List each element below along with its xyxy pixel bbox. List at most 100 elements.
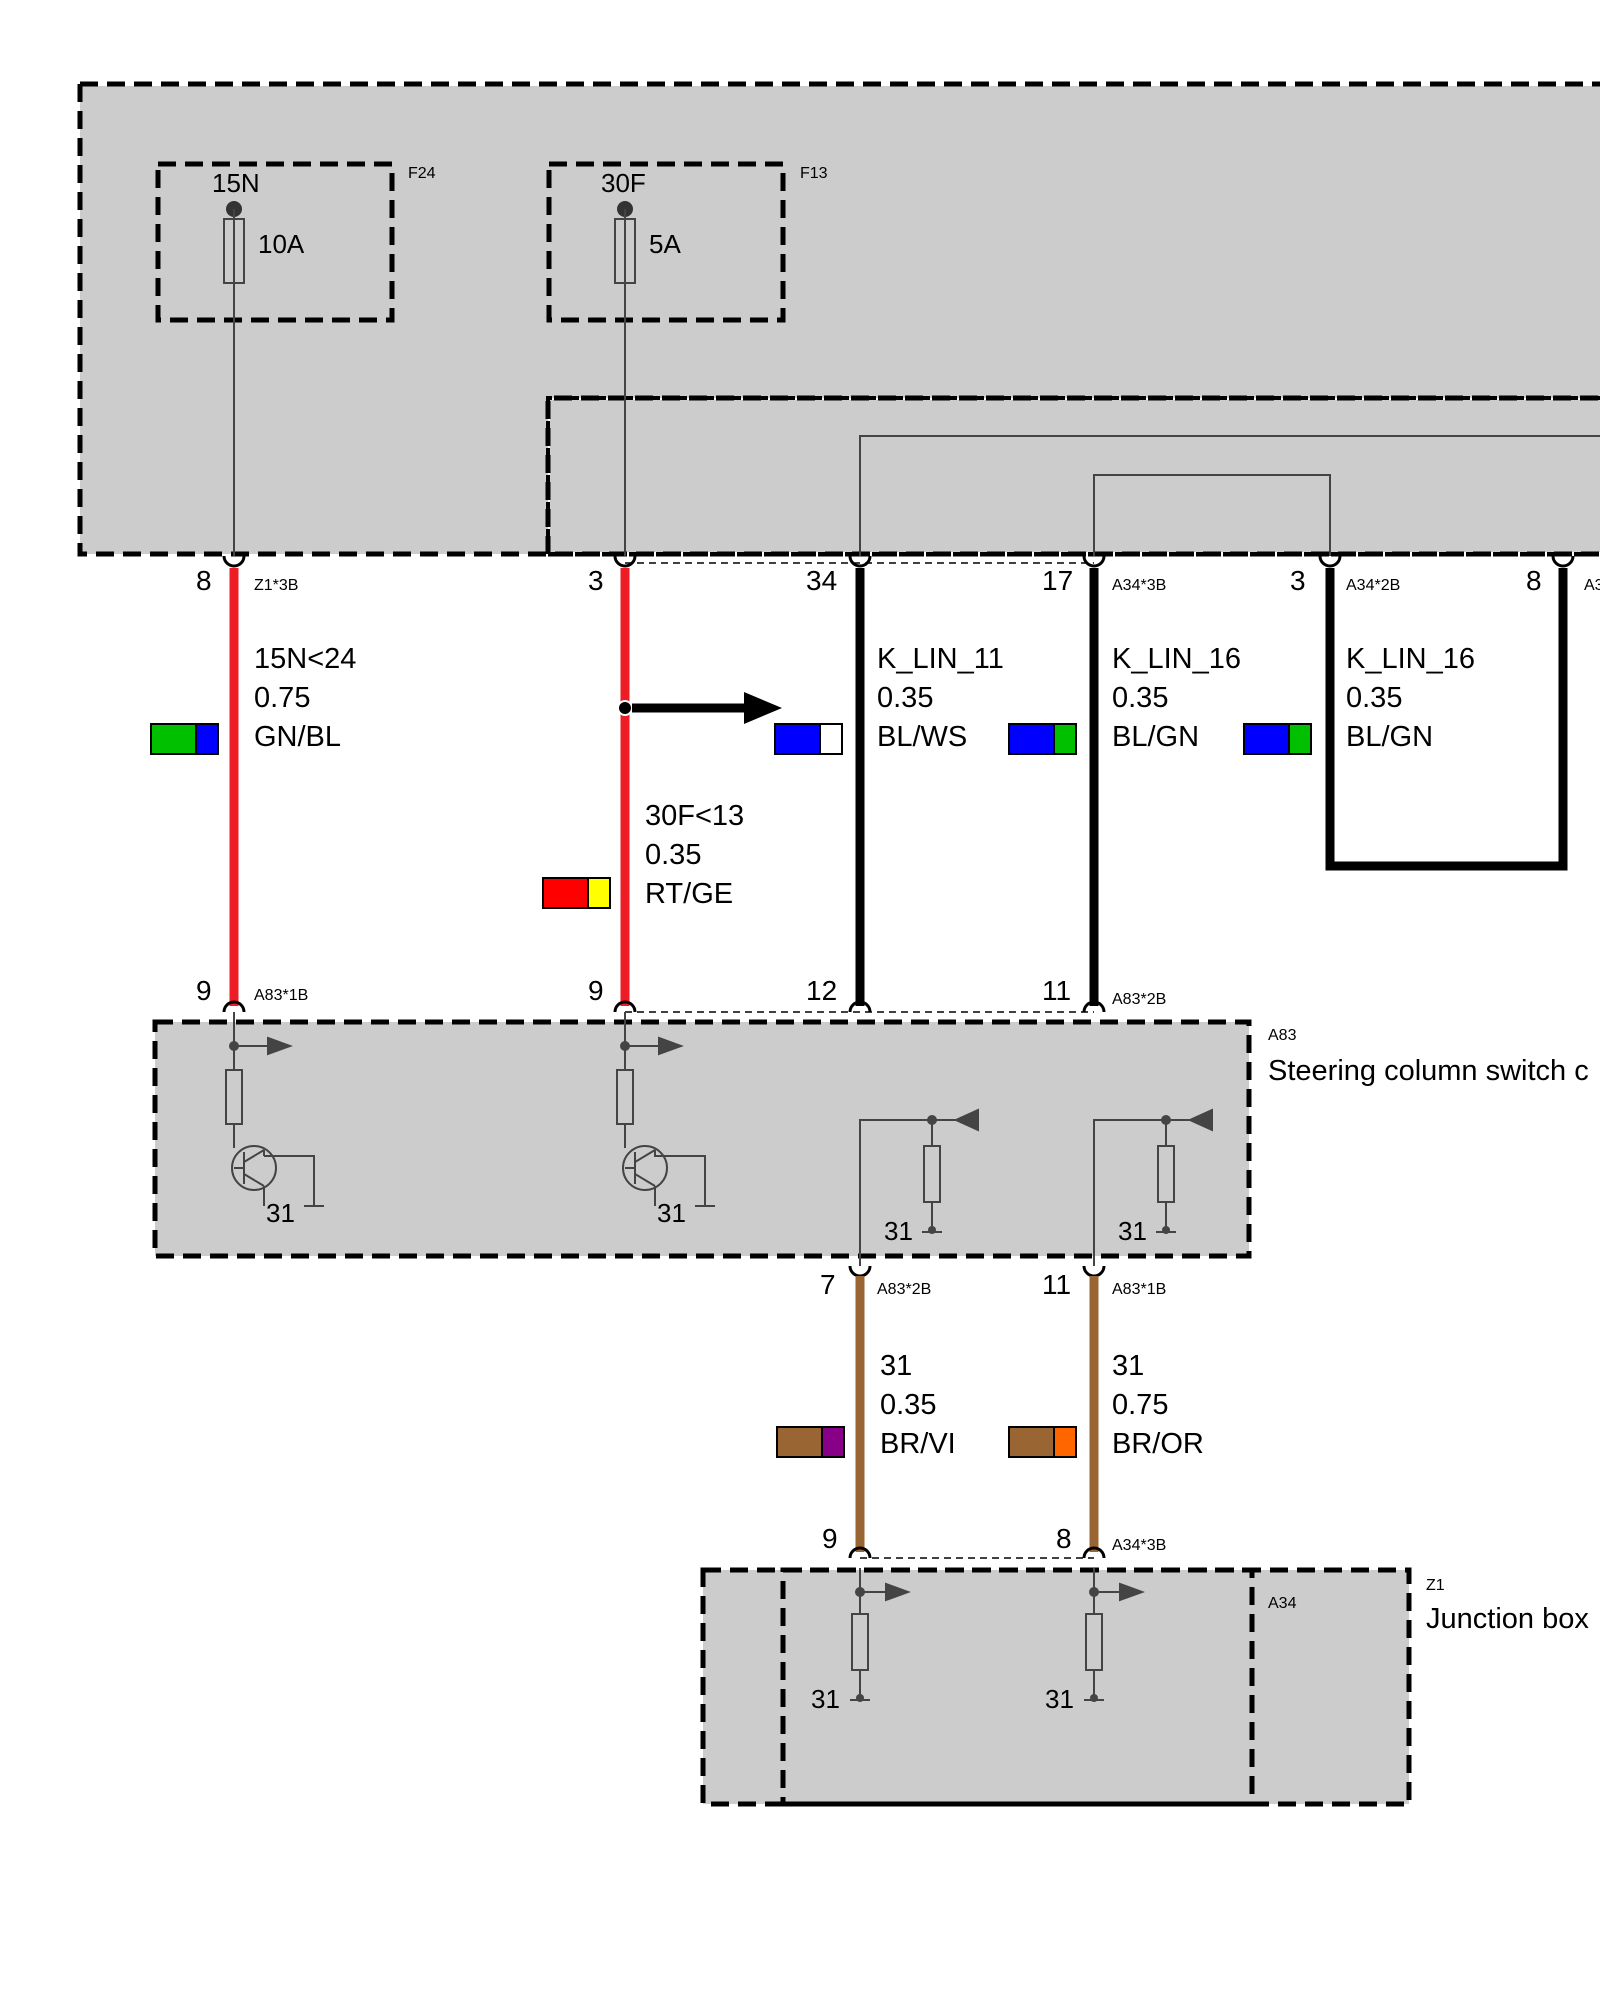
a83-lin-circuit-11	[859, 1108, 979, 1266]
pin-a34-8: 8	[1526, 565, 1542, 596]
svg-text:0.35: 0.35	[645, 839, 701, 871]
svg-text:0.35: 0.35	[1346, 682, 1402, 714]
connector-a34-2b: A34*2B	[1346, 577, 1400, 594]
a83-ground-dot-4	[1162, 1226, 1170, 1234]
pin-a83-7: 7	[820, 1269, 836, 1300]
a83-ground-3: 31	[884, 1216, 913, 1246]
swatch-border-3	[1008, 723, 1077, 755]
wire-label-k-lin-16-a: K_LIN_16 0.35 BL/GN	[1112, 643, 1241, 753]
swatch-primary-0	[151, 724, 196, 754]
swatch-secondary-4	[1289, 724, 1311, 754]
a83-input-circuit-15n	[225, 1012, 324, 1207]
z1-name: Junction box	[1426, 1603, 1589, 1635]
fuse-f24-terminal: 15N	[212, 168, 260, 198]
top-module-fill	[82, 86, 1600, 552]
swatch-secondary-2	[820, 724, 842, 754]
a34-ground-2: 31	[1045, 1684, 1074, 1714]
pin-a34-8-lower: 8	[1056, 1523, 1072, 1554]
z1-id: Z1	[1426, 1577, 1445, 1594]
a34-id: A34	[1268, 1595, 1297, 1612]
internal-bridge-k-lin-16	[1093, 474, 1331, 556]
connector-a83-1b: A83*1B	[254, 987, 308, 1004]
swatch-border-5	[776, 1426, 845, 1458]
junction-pin-cups	[848, 1546, 1106, 1559]
swatch-border-6	[1008, 1426, 1077, 1458]
wire-label-k-lin-16-b: K_LIN_16 0.35 BL/GN	[1346, 643, 1475, 753]
fuse-f13-id: F13	[800, 165, 828, 182]
z1-junction-box	[700, 1567, 1412, 1807]
pin-a83-11-lower: 11	[1042, 1269, 1071, 1300]
connector-a34-3b: A34*3B	[1112, 577, 1166, 594]
pin-a34-9: 9	[822, 1523, 838, 1554]
pin-a34-3: 3	[1290, 565, 1306, 596]
svg-text:31: 31	[880, 1350, 912, 1382]
svg-text:0.75: 0.75	[1112, 1389, 1168, 1421]
continuation-arrow-icon	[744, 692, 782, 724]
connector-a83-2b-lower: A83*2B	[877, 1281, 931, 1298]
internal-bus-k-lin-11	[859, 435, 1600, 556]
splice-dot	[617, 700, 633, 716]
svg-text:RT/GE: RT/GE	[645, 878, 733, 910]
a83-ground-4: 31	[1118, 1216, 1147, 1246]
top-pin-cups	[222, 555, 1575, 568]
swatch-secondary-3	[1054, 724, 1076, 754]
swatch-border-1	[542, 877, 611, 909]
swatch-secondary-5	[822, 1427, 844, 1457]
svg-text:0.75: 0.75	[254, 682, 310, 714]
connector-a83-2b: A83*2B	[1112, 991, 1166, 1008]
svg-text:K_LIN_16: K_LIN_16	[1346, 643, 1475, 675]
svg-text:0.35: 0.35	[1112, 682, 1168, 714]
swatch-primary-4	[1244, 724, 1289, 754]
swatch-secondary-0	[196, 724, 218, 754]
a83-lin-circuit-16	[1093, 1108, 1213, 1266]
a83-ground-2: 31	[657, 1198, 686, 1228]
swatch-border-2	[774, 723, 843, 755]
a83-ground-dot-3	[928, 1226, 936, 1234]
swatch-secondary-6	[1054, 1427, 1076, 1457]
wire-label-31-a: 31 0.35 BR/VI	[880, 1350, 956, 1460]
swatch-border-4	[1243, 723, 1312, 755]
swatch-secondary-1	[588, 878, 610, 908]
color-swatches	[150, 723, 1312, 1458]
swatch-primary-2	[775, 724, 820, 754]
a34-ground-circuit-9	[850, 1568, 911, 1701]
fuse-box-f24	[155, 161, 395, 323]
a34-ground-1: 31	[811, 1684, 840, 1714]
a83-id: A83	[1268, 1027, 1297, 1044]
pin-a83-12: 12	[806, 975, 837, 1006]
swatch-primary-6	[1009, 1427, 1054, 1457]
pin-a34-17: 17	[1042, 565, 1073, 596]
connector-a34-3b-lower: A34*3B	[1112, 1537, 1166, 1554]
svg-text:BL/WS: BL/WS	[877, 721, 967, 753]
fuse-f24-id: F24	[408, 165, 436, 182]
svg-text:0.35: 0.35	[880, 1389, 936, 1421]
svg-text:GN/BL: GN/BL	[254, 721, 341, 753]
fuse-f13-terminal: 30F	[601, 168, 646, 198]
pin-a83-9-left: 9	[196, 975, 212, 1006]
pin-z1-3: 3	[588, 565, 604, 596]
wire-label-k-lin-11: K_LIN_11 0.35 BL/WS	[877, 643, 1004, 753]
fuse-f13-rating: 5A	[649, 229, 681, 259]
wire-label-31-b: 31 0.75 BR/OR	[1112, 1350, 1204, 1460]
svg-text:30F<13: 30F<13	[645, 800, 744, 832]
a34-ground-dot-1	[856, 1694, 864, 1702]
wire-label-30f: 30F<13 0.35 RT/GE	[645, 800, 744, 910]
swatch-border-0	[150, 723, 219, 755]
a34-ground-dot-2	[1090, 1694, 1098, 1702]
a83-ground-1: 31	[266, 1198, 295, 1228]
pin-a83-11: 11	[1042, 975, 1071, 1006]
connector-z1-3b: Z1*3B	[254, 577, 298, 594]
a83-input-circuit-30f	[616, 1012, 715, 1207]
swatch-primary-5	[777, 1427, 822, 1457]
svg-text:0.35: 0.35	[877, 682, 933, 714]
svg-text:BR/OR: BR/OR	[1112, 1428, 1204, 1460]
svg-text:31: 31	[1112, 1350, 1144, 1382]
fuse-box-f13	[546, 161, 786, 323]
pin-z1-8: 8	[196, 565, 212, 596]
svg-text:BL/GN: BL/GN	[1112, 721, 1199, 753]
svg-text:K_LIN_16: K_LIN_16	[1112, 643, 1241, 675]
connector-a3-truncated: A3	[1584, 577, 1600, 594]
svg-text:BL/GN: BL/GN	[1346, 721, 1433, 753]
a34-inner-fill	[550, 400, 1600, 552]
